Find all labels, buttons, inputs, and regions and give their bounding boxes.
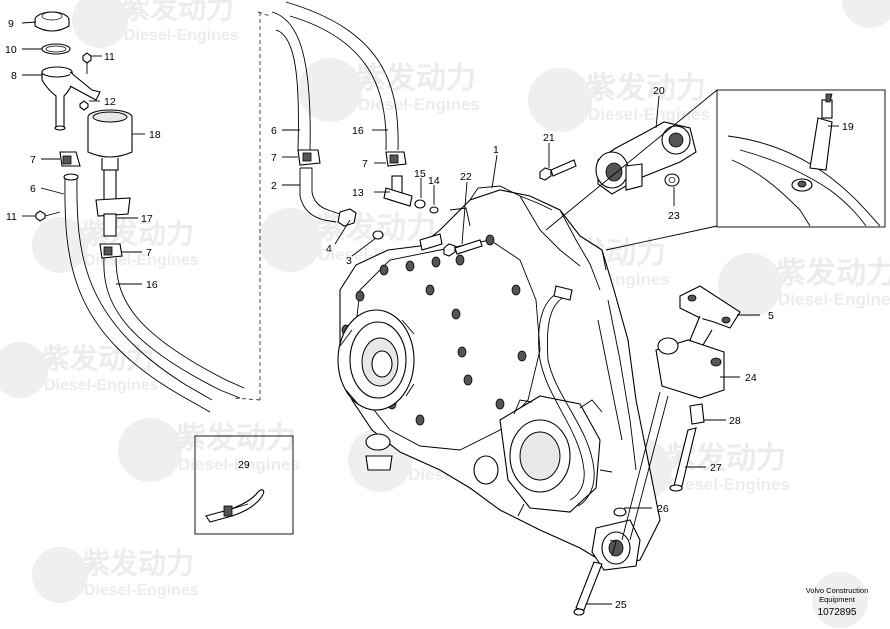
callout-11: 11 xyxy=(6,211,17,223)
callout-16: 16 xyxy=(352,125,364,137)
watermark-en: Diesel-Engines xyxy=(178,455,300,474)
callout-6: 6 xyxy=(30,183,36,195)
callout-15: 15 xyxy=(414,168,426,180)
callout-25: 25 xyxy=(615,599,627,611)
callout-19: 19 xyxy=(842,121,854,133)
callout-26: 26 xyxy=(657,503,669,515)
callout-22: 22 xyxy=(460,171,472,183)
watermark-en: Diesel-Engines xyxy=(588,105,710,124)
callout-3: 3 xyxy=(346,255,352,267)
callout-28: 28 xyxy=(729,415,741,427)
watermark-cn: 紫发动力 xyxy=(316,212,436,245)
separator-dashed xyxy=(233,11,271,401)
callout-29: 29 xyxy=(238,459,250,471)
callout-24: 24 xyxy=(745,372,757,384)
transmission-housing xyxy=(337,185,661,571)
callout-27: 27 xyxy=(710,462,722,474)
callout-17: 17 xyxy=(141,213,153,225)
callout-7: 7 xyxy=(271,152,277,164)
callout-4: 4 xyxy=(326,243,332,255)
callout-16: 16 xyxy=(146,279,158,291)
left-assembly xyxy=(34,11,245,413)
secondary-flange xyxy=(499,395,613,517)
watermark-cn: 紫发动力 xyxy=(776,257,890,290)
callout-7: 7 xyxy=(146,247,152,259)
callout-11: 11 xyxy=(104,51,115,63)
callout-2: 2 xyxy=(271,180,277,192)
right-parts xyxy=(419,121,741,616)
footer-drawing-number: 1072895 xyxy=(818,607,857,618)
watermark-cn: 紫发动力 xyxy=(122,0,234,24)
callout-12: 12 xyxy=(104,96,116,108)
watermark-en: Diesel-Engines xyxy=(668,475,790,494)
watermark-cn: 紫发动力 xyxy=(356,62,476,95)
callout-7: 7 xyxy=(30,154,36,166)
callout-18: 18 xyxy=(149,129,161,141)
watermark-en: Diesel-Engines xyxy=(44,377,159,394)
callout-8: 8 xyxy=(11,70,17,82)
leader-lines xyxy=(21,21,839,605)
watermark-en: Diesel-Engines xyxy=(778,290,890,309)
watermark-cn: 紫发动力 xyxy=(82,547,194,579)
detail-box-29 xyxy=(194,435,294,535)
callout-21: 21 xyxy=(543,132,555,144)
footer-company: Volvo Construction xyxy=(806,586,869,595)
footer-division: Equipment xyxy=(819,595,856,604)
callout-14: 14 xyxy=(428,175,440,187)
watermark-cn: 紫发动力 xyxy=(586,72,706,105)
watermark-cn: 紫发动力 xyxy=(42,342,154,374)
callout-23: 23 xyxy=(668,210,680,222)
callout-13: 13 xyxy=(352,187,364,199)
callout-6: 6 xyxy=(271,125,277,137)
watermark-en: Diesel-Engines xyxy=(84,582,199,599)
watermark-cn: 紫发动力 xyxy=(176,422,296,455)
detail-box-19 xyxy=(545,89,886,251)
footer: Volvo Construction Equipment 1072895 xyxy=(806,586,869,618)
callout-10: 10 xyxy=(5,44,17,56)
callout-labels: 9 10 8 11 12 18 7 6 11 17 7 16 6 7 2 16 … xyxy=(5,18,854,611)
watermark-cn: 紫发动力 xyxy=(82,217,194,249)
watermark-en: Diesel-Engines xyxy=(358,95,480,114)
callout-1: 1 xyxy=(493,144,499,156)
callout-20: 20 xyxy=(653,85,665,97)
watermark-en: Diesel-Engines xyxy=(124,27,239,44)
callout-7: 7 xyxy=(362,158,368,170)
callout-5: 5 xyxy=(768,310,774,322)
middle-hose-assembly xyxy=(271,1,439,240)
output-flange xyxy=(337,309,415,411)
callout-9: 9 xyxy=(8,18,14,30)
